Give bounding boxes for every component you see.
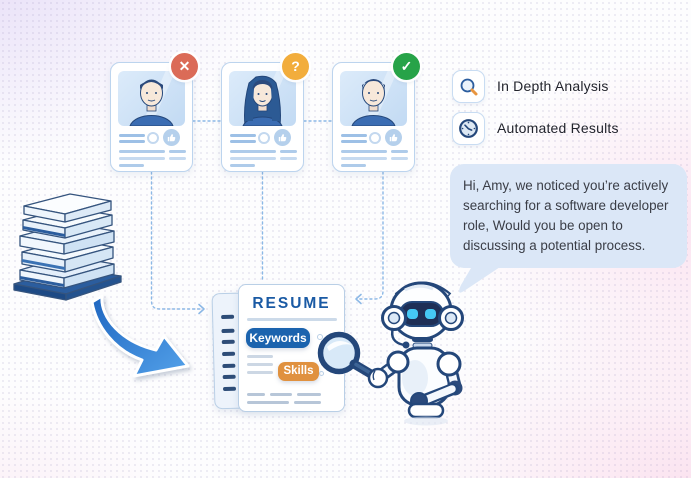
- doc-text-line: [297, 393, 321, 396]
- feature-icon-box: [452, 112, 485, 145]
- card-text-line: [230, 150, 276, 153]
- status-badge-approved: ✓: [393, 53, 420, 80]
- arrow-to-resume: [90, 294, 190, 378]
- candidate-card-approved: ✓: [332, 53, 420, 172]
- card-text-line: [169, 150, 186, 153]
- doc-text-line: [222, 363, 236, 369]
- robot-eye: [425, 309, 436, 319]
- thumbs-up-icon: [385, 129, 402, 146]
- doc-text-line: [221, 339, 235, 345]
- doc-text-line: [247, 363, 273, 366]
- search-icon: [460, 78, 477, 95]
- card-text-line: [391, 150, 408, 153]
- question-icon: ?: [291, 58, 300, 74]
- doc-text-line: [247, 371, 273, 374]
- mic-boom: [390, 327, 405, 347]
- card-text-line: [391, 157, 408, 160]
- skills-tag: Skills: [278, 362, 319, 381]
- divider: [247, 318, 337, 321]
- card-text-line: [119, 164, 144, 167]
- status-badge-rejected: ✕: [171, 53, 198, 80]
- check-icon: ✓: [400, 58, 413, 74]
- doc-text-line: [247, 401, 289, 404]
- card-text-line: [341, 157, 387, 160]
- doc-text-line: [221, 328, 235, 334]
- card-text-line: [119, 150, 165, 153]
- robot-hand: [367, 367, 389, 389]
- circle-icon: [369, 132, 381, 144]
- status-badge-review: ?: [282, 53, 309, 80]
- candidate-card-rejected: ✕: [110, 53, 198, 172]
- card-text-line: [341, 150, 387, 153]
- mic-icon: [402, 341, 410, 349]
- doc-text-line: [222, 386, 237, 392]
- card-text-line: [341, 134, 367, 137]
- card-text-line: [169, 157, 186, 160]
- card-text-line: [230, 164, 255, 167]
- feature-icon-box: [452, 70, 485, 103]
- feature-label-analysis: In Depth Analysis: [497, 78, 609, 94]
- card-text-line: [341, 140, 367, 143]
- doc-text-line: [270, 393, 292, 396]
- chat-bubble: Hi, Amy, we noticed you’re actively sear…: [450, 164, 687, 268]
- chat-message: Hi, Amy, we noticed you’re actively sear…: [463, 178, 669, 253]
- robot-eye: [407, 309, 418, 319]
- candidate-photo: [340, 71, 407, 126]
- card-text-line: [119, 140, 145, 143]
- doc-text-line: [221, 314, 235, 320]
- chat-bubble-tail: [459, 263, 506, 293]
- x-icon: ✕: [178, 58, 191, 74]
- clock-icon: [459, 119, 478, 138]
- doc-text-line: [247, 393, 265, 396]
- doc-text-line: [294, 401, 321, 404]
- sparkle-ring: [317, 334, 323, 340]
- card-text-line: [230, 140, 256, 143]
- card-text-line: [230, 134, 256, 137]
- sparkle-ring: [319, 371, 324, 376]
- keywords-tag: Keywords: [246, 328, 310, 348]
- circle-icon: [147, 132, 159, 144]
- robot-visor: [399, 301, 444, 327]
- candidate-card-review: ?: [221, 53, 309, 172]
- circle-icon: [258, 132, 270, 144]
- feature-label-results: Automated Results: [497, 120, 619, 136]
- resume-title: RESUME: [252, 295, 331, 312]
- card-text-line: [280, 150, 297, 153]
- robot-shoulder: [386, 350, 410, 374]
- doc-text-line: [222, 351, 236, 357]
- card-text-line: [280, 157, 297, 160]
- candidate-photo: [229, 71, 296, 126]
- thumbs-up-icon: [274, 129, 291, 146]
- card-text-line: [119, 134, 145, 137]
- robot-illustration: [317, 281, 464, 426]
- thumbs-up-icon: [163, 129, 180, 146]
- doc-text-line: [222, 374, 236, 380]
- doc-text-line: [247, 355, 273, 358]
- card-text-line: [119, 157, 165, 160]
- resume-stack-illustration: [13, 193, 122, 301]
- candidate-photo: [118, 71, 185, 126]
- robot-shoulder: [436, 351, 462, 377]
- card-text-line: [341, 164, 366, 167]
- card-text-line: [230, 157, 276, 160]
